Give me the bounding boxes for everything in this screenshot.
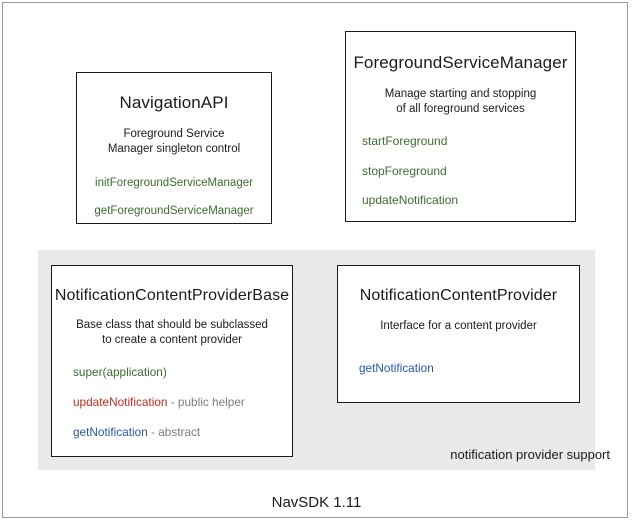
method-name: updateNotification (73, 395, 168, 410)
method-item: updateNotification (362, 192, 575, 207)
panel-label-notification-provider-support: notification provider support (450, 447, 610, 462)
card-description-line-1: Interface for a content provider (380, 320, 537, 332)
card-description-notification-content-provider: Interface for a content provider (338, 319, 579, 334)
method-name: updateNotification (362, 192, 459, 207)
method-item: super(application) (73, 366, 292, 379)
method-item: getForegroundServiceManager (77, 205, 271, 218)
card-description-line-2: of all foreground services (396, 103, 525, 116)
card-title-navigation-api: NavigationAPI (119, 93, 229, 112)
card-notification-content-provider: NotificationContentProvider Interface fo… (337, 265, 580, 403)
method-list-foreground-service-manager: startForeground stopForeground updateNot… (346, 135, 575, 207)
method-name: initForegroundServiceManager (95, 177, 253, 190)
card-description-foreground-service-manager: Manage starting and stopping of all fore… (346, 87, 575, 117)
method-note: - abstract (147, 425, 201, 440)
card-description-notification-content-provider-base: Base class that should be subclassed to … (52, 318, 292, 348)
card-description-line-2: to create a content provider (102, 334, 242, 347)
method-name: super(application) (73, 365, 167, 380)
card-title-foreground-service-manager: ForegroundServiceManager (353, 53, 568, 72)
card-title-notification-content-provider-base: NotificationContentProviderBase (54, 287, 290, 304)
card-description-line-1: Manage starting and stopping (384, 88, 537, 100)
method-item: initForegroundServiceManager (77, 177, 271, 190)
method-name: getNotification (359, 361, 434, 376)
card-foreground-service-manager: ForegroundServiceManager Manage starting… (345, 31, 576, 222)
method-name: getNotification (73, 425, 148, 440)
method-name: stopForeground (362, 163, 447, 178)
method-item: startForeground (362, 135, 575, 148)
method-list-notification-content-provider-base: super(application) updateNotification - … (52, 366, 292, 439)
method-list-notification-content-provider: getNotification (338, 362, 579, 375)
method-name: startForeground (362, 134, 448, 149)
card-notification-content-provider-base: NotificationContentProviderBase Base cla… (51, 265, 293, 457)
method-name: getForegroundServiceManager (94, 204, 254, 217)
card-title-notification-content-provider: NotificationContentProvider (359, 287, 558, 304)
footer-caption: NavSDK 1.11 (271, 494, 362, 511)
card-description-line-2: Manager singleton control (107, 143, 241, 156)
method-item: getNotification (359, 362, 579, 375)
method-list-navigation-api: initForegroundServiceManager getForegrou… (77, 177, 271, 217)
method-item: getNotification - abstract (73, 426, 292, 439)
card-navigation-api: NavigationAPI Foreground Service Manager… (76, 72, 272, 224)
method-note: - public helper (167, 395, 245, 410)
card-description-line-1: Base class that should be subclassed (76, 319, 268, 331)
card-description-line-1: Foreground Service (123, 128, 225, 140)
method-item: stopForeground (362, 163, 575, 178)
method-item: updateNotification - public helper (73, 396, 292, 409)
card-description-navigation-api: Foreground Service Manager singleton con… (77, 127, 271, 157)
